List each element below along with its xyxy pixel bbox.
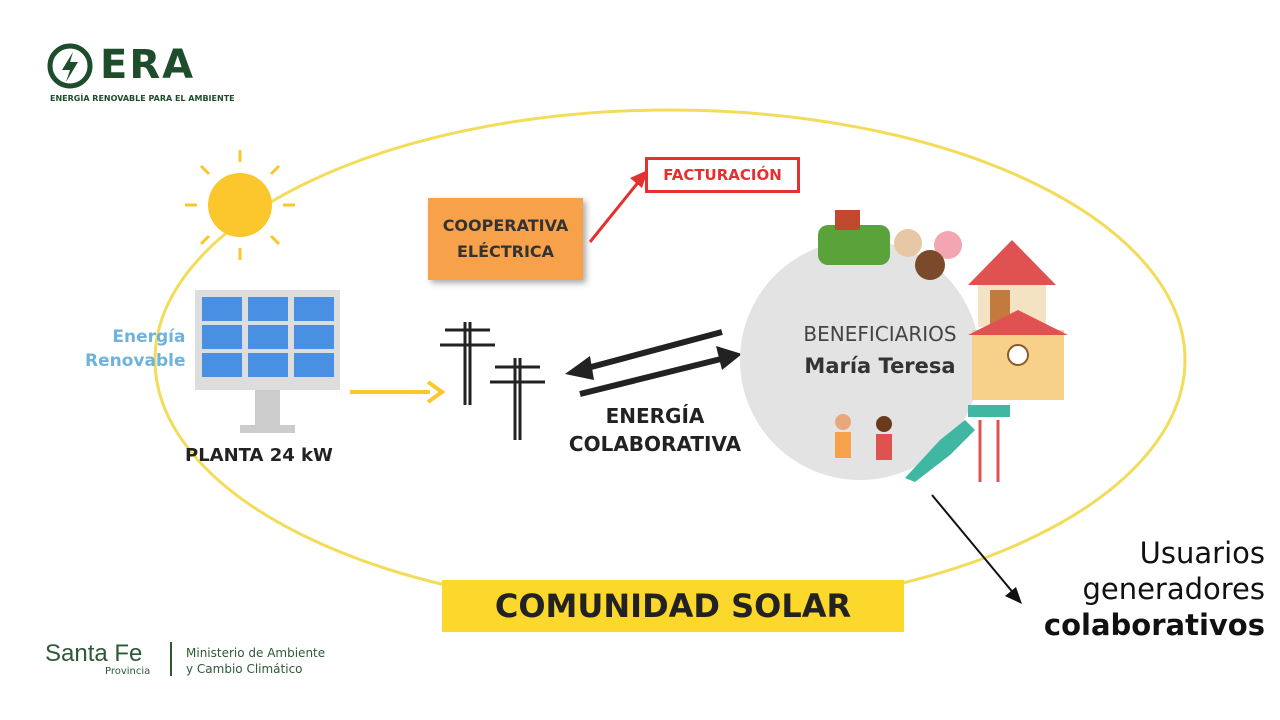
- beneficiaries-illustrations-icon: [818, 210, 1068, 482]
- beneficiaries-circle: [740, 240, 980, 480]
- label-line: Energía: [112, 327, 186, 347]
- power-tower-icon: [440, 322, 545, 440]
- era-logo: ERA: [100, 42, 196, 88]
- black-arrow-icon: [931, 494, 1022, 604]
- label-line: y Cambio Climático: [186, 662, 303, 676]
- label-line: ENERGÍA: [605, 404, 705, 428]
- label-line: generadores: [1082, 572, 1265, 606]
- label-line: Usuarios: [1139, 536, 1265, 570]
- label-line: colaborativos: [1043, 608, 1265, 642]
- label-line: Ministerio de Ambiente: [186, 646, 326, 660]
- bidirectional-arrows-icon: [565, 329, 742, 397]
- yellow-arrow-icon: [350, 380, 446, 404]
- plant-label: PLANTA 24 kW: [185, 445, 333, 466]
- solar-community-banner: COMUNIDAD SOLAR: [442, 580, 904, 632]
- sun-icon: [185, 150, 295, 260]
- era-logo-icon: [47, 43, 93, 89]
- ministry-label: Ministerio de Ambiente y Cambio Climático: [186, 645, 325, 677]
- era-subtitle: ENERGÍA RENOVABLE PARA EL AMBIENTE: [50, 94, 235, 103]
- collaborative-energy-label: ENERGÍA COLABORATIVA: [555, 402, 755, 458]
- beneficiary-name: María Teresa: [804, 354, 956, 378]
- label-line: Renovable: [85, 351, 186, 371]
- beneficiaries-label: BENEFICIARIOS: [803, 322, 957, 346]
- cooperative-box: COOPERATIVA ELÉCTRICA: [428, 198, 583, 280]
- label-line: ELÉCTRICA: [456, 242, 555, 261]
- label-line: COLABORATIVA: [568, 432, 742, 456]
- santa-fe-logo: Santa Fe: [45, 640, 143, 667]
- label-line: COOPERATIVA: [442, 216, 569, 235]
- red-arrow-icon: [588, 170, 648, 243]
- solar-panel-icon: [195, 290, 340, 433]
- province-label: Provincia: [105, 666, 151, 677]
- billing-box: FACTURACIÓN: [645, 157, 800, 193]
